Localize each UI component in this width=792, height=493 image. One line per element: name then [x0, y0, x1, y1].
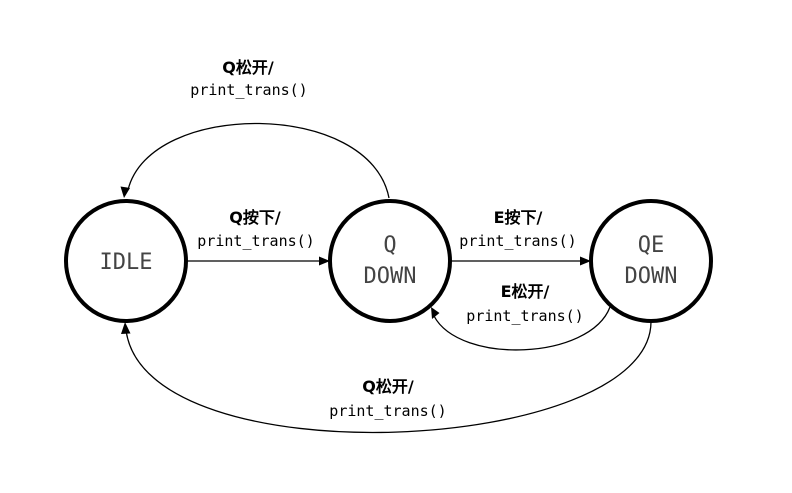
- state-idle: IDLE: [64, 199, 188, 323]
- arrowhead-q-down: [319, 256, 330, 266]
- edge-qe-down-to-idle-bottom: Q松开/ print_trans(): [121, 321, 652, 434]
- edge-q-down-to-qe-down: E按下/ print_trans(): [451, 208, 591, 266]
- edge-event-label: Q按下/: [229, 208, 281, 227]
- state-label: IDLE: [100, 250, 153, 275]
- edge-action-label: print_trans(): [197, 232, 314, 250]
- arrowhead-q-down-lower: [431, 307, 440, 319]
- edge-event-label: E按下/: [494, 208, 543, 227]
- arrowhead-idle-bottom: [121, 322, 131, 334]
- state-label-line2: DOWN: [364, 264, 417, 289]
- edge-idle-to-q-down: Q按下/ print_trans(): [187, 208, 330, 266]
- edge-qe-down-to-q-down: E松开/ print_trans(): [431, 282, 611, 351]
- edge-action-label: print_trans(): [190, 81, 307, 99]
- state-qe-down: QE DOWN: [589, 199, 713, 323]
- edge-action-label: print_trans(): [329, 402, 446, 420]
- edge-action-label: print_trans(): [466, 307, 583, 325]
- state-label-line1: QE: [638, 233, 665, 258]
- state-q-down: Q DOWN: [328, 199, 452, 323]
- edge-action-label: print_trans(): [459, 232, 576, 250]
- edge-event-label: E松开/: [501, 282, 550, 301]
- arrowhead-qe-down: [580, 256, 591, 266]
- edge-event-label: Q松开/: [362, 377, 414, 396]
- arrowhead-idle-top: [120, 186, 130, 198]
- state-label-line1: Q: [383, 233, 396, 258]
- edge-event-label: Q松开/: [222, 58, 274, 77]
- state-label-line2: DOWN: [625, 264, 678, 289]
- edge-q-down-to-idle-top: Q松开/ print_trans(): [120, 58, 390, 199]
